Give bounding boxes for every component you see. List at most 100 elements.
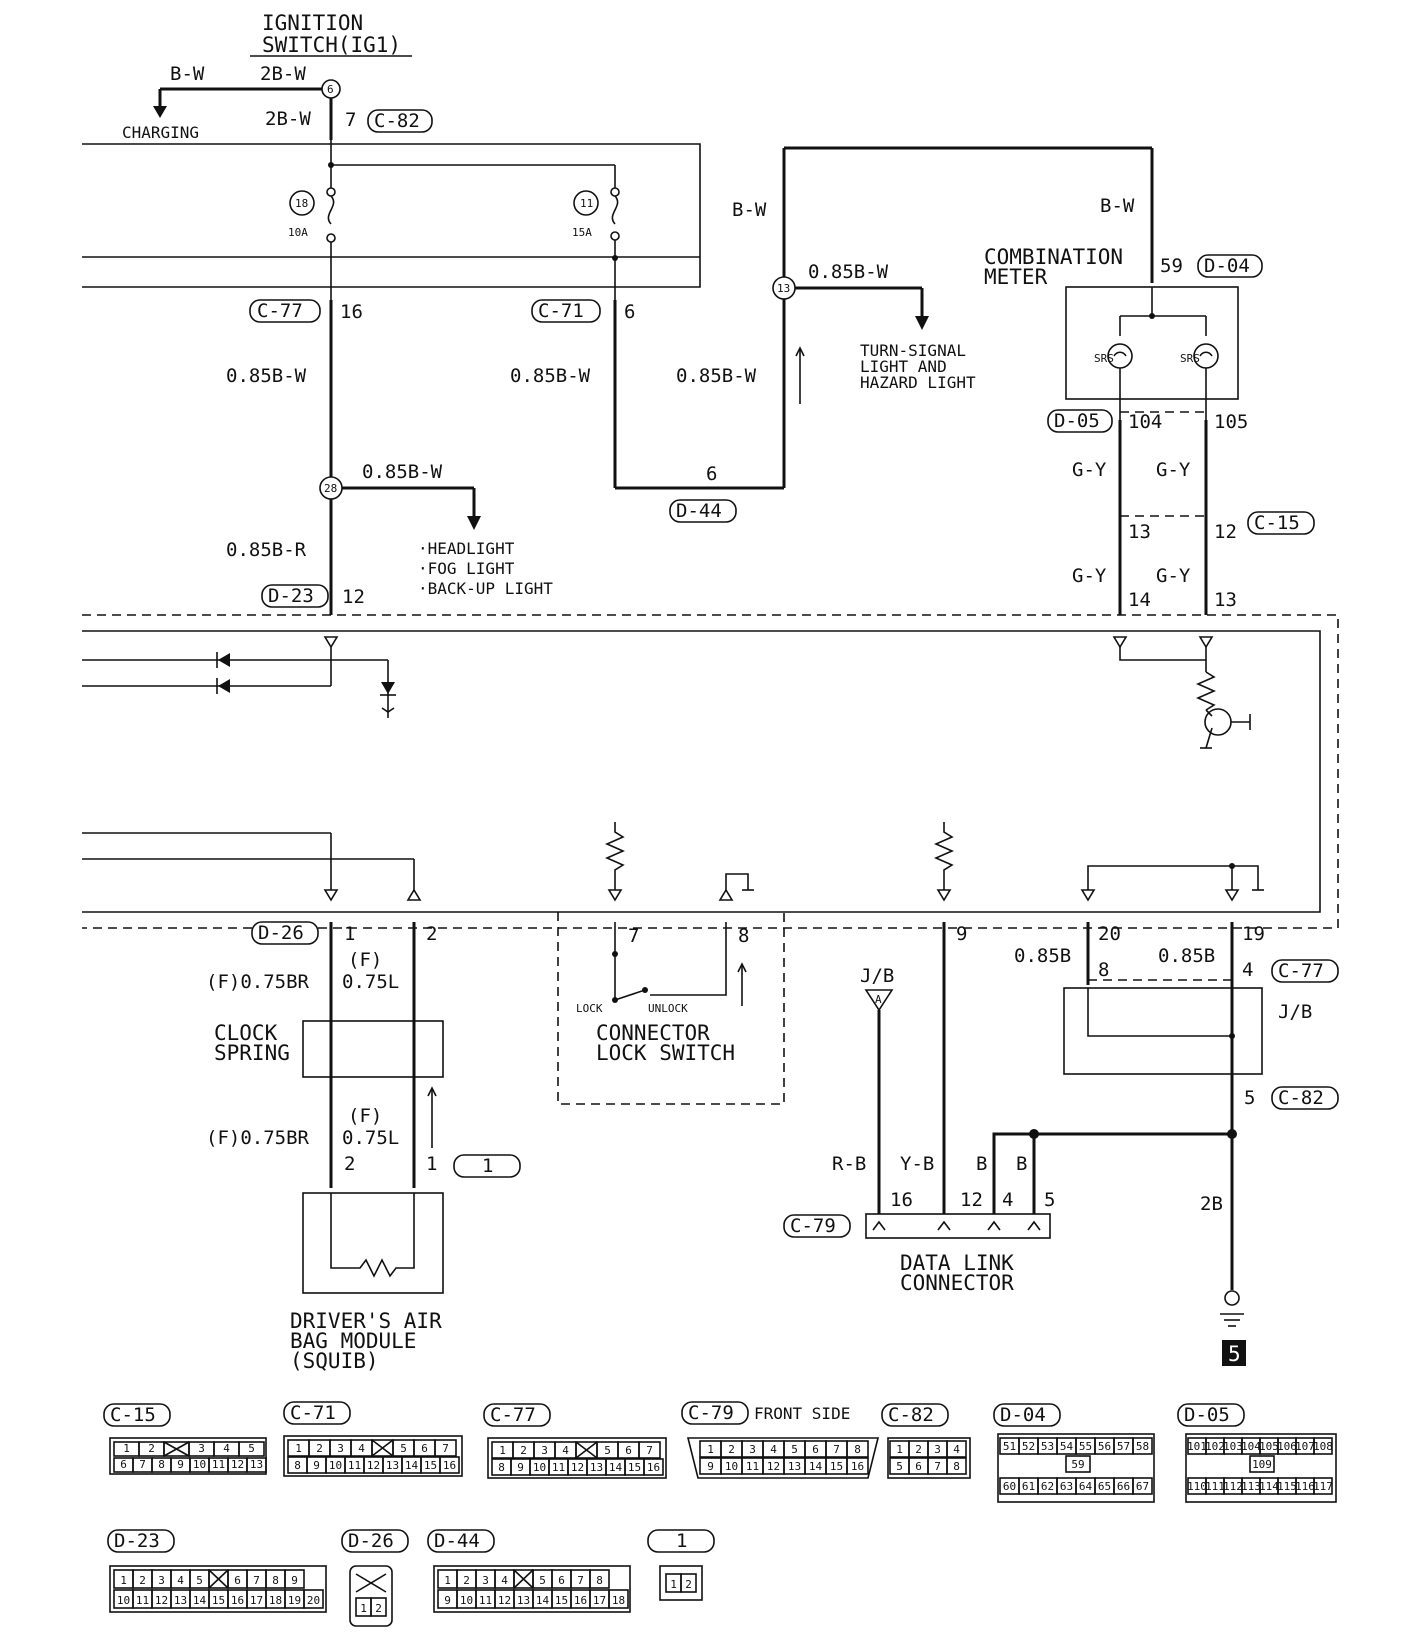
legend-tag-c15 — [103, 1403, 171, 1427]
legend-tag-d04 — [993, 1403, 1061, 1427]
connector-pin-number: 2 — [520, 1444, 527, 1457]
pin-59-label: 59 — [1160, 255, 1183, 277]
connector-pin-cell — [1313, 1477, 1333, 1495]
connector-pin-number: 53 — [1041, 1440, 1054, 1453]
tag-c15-top-text: C-15 — [1254, 512, 1300, 534]
connector-pin-number: 1 — [360, 1602, 367, 1615]
tag-d44-mid — [669, 499, 737, 523]
lock-switch-label-1: CONNECTOR — [596, 1021, 710, 1045]
connector-pin-number: 2 — [685, 1578, 692, 1591]
tag-d26-mid — [251, 921, 319, 945]
legend-tag-d26 — [341, 1529, 409, 1553]
connector-pin-number: 16 — [443, 1459, 456, 1472]
junction-13-label: 13 — [777, 282, 790, 295]
connector-pin-number: 10 — [460, 1594, 473, 1607]
connector-pin-number: 112 — [1223, 1480, 1243, 1493]
connector-pin-cell — [1065, 1455, 1091, 1473]
legend-tag-c82-text: C-82 — [888, 1404, 934, 1426]
tag-c82-right-text: C-82 — [1278, 1087, 1324, 1109]
connector-pin-number: 1 — [499, 1444, 506, 1457]
connector-pin-number: 12 — [231, 1458, 244, 1471]
legend-connector-d44 — [433, 1565, 631, 1613]
legend-connector-d05 — [1185, 1433, 1337, 1503]
connector-pin-number: 1 — [707, 1443, 714, 1456]
connector-pin-number: 7 — [934, 1460, 941, 1473]
connector-pin-number: 6 — [120, 1458, 127, 1471]
ignition-switch-label-2: SWITCH(IG1) — [262, 33, 401, 57]
turn-signal-arrow-icon — [915, 316, 929, 330]
connector-pin-number: 5 — [791, 1443, 798, 1456]
wire-label-gy-3: G-Y — [1072, 565, 1107, 587]
legend-tag-d05-text: D-05 — [1184, 1404, 1230, 1426]
tag-d04-top — [1197, 254, 1263, 278]
connector-pin-number: 1 — [120, 1574, 127, 1587]
legend-connector-1 — [659, 1565, 703, 1601]
fuse-18-number: 18 — [295, 197, 308, 210]
tag-c77-right-text: C-77 — [1278, 960, 1324, 982]
connector-pin-number: 4 — [770, 1443, 777, 1456]
pin-6-label: 6 — [624, 301, 635, 323]
wire-label-2b: 2B — [1200, 1193, 1223, 1215]
connector-pin-number: 58 — [1136, 1440, 1149, 1453]
pin-1b-label: 1 — [426, 1153, 437, 1175]
connector-pin-cell — [589, 1569, 610, 1589]
turn-signal-label-3: HAZARD LIGHT — [860, 373, 976, 392]
pin-12c-label: 12 — [960, 1189, 983, 1211]
connector-pin-number: 13 — [517, 1594, 530, 1607]
wire-label-085b-a: 0.85B — [1014, 945, 1071, 967]
pin-5d-label: 5 — [1044, 1189, 1055, 1211]
legend-connector-c77 — [487, 1437, 667, 1479]
connector-pin-number: 12 — [498, 1594, 511, 1607]
tag-d23-mid — [261, 584, 329, 608]
diode-icon-b — [218, 679, 230, 693]
wire-label-gy-4: G-Y — [1156, 565, 1191, 587]
connector-pin-cell — [643, 1458, 664, 1476]
tag-c15-top — [1247, 511, 1315, 535]
charging-label: CHARGING — [122, 123, 199, 142]
connector-pin-number: 2 — [375, 1602, 382, 1615]
connector-pin-number: 63 — [1060, 1480, 1073, 1493]
connector-pin-number: 59 — [1071, 1458, 1084, 1471]
pin-8b-label: 8 — [738, 925, 749, 947]
connector-pin-number: 108 — [1313, 1440, 1333, 1453]
legend-tag-d05 — [1177, 1403, 1245, 1427]
unlock-label: UNLOCK — [648, 1002, 688, 1015]
legend-tag-d44 — [427, 1529, 495, 1553]
connector-pin-number: 13 — [174, 1594, 187, 1607]
pin-2-label: 2 — [426, 923, 437, 945]
pin-1-label: 1 — [344, 923, 355, 945]
connector-pin-number: 11 — [479, 1594, 492, 1607]
connector-pin-cell — [946, 1457, 967, 1475]
pin-105-label: 105 — [1214, 411, 1248, 433]
connector-pin-number: 4 — [177, 1574, 184, 1587]
connector-pin-number: 17 — [593, 1594, 606, 1607]
driver-airbag-label-3: (SQUIB) — [290, 1349, 379, 1373]
connector-pin-number: 13 — [386, 1459, 399, 1472]
jb-box — [1063, 987, 1263, 1075]
connector-pin-number: 8 — [596, 1574, 603, 1587]
legend-connector-c71 — [283, 1435, 463, 1477]
fuse-11-badge — [573, 190, 599, 216]
ignition-section: IGNITION SWITCH(IG1) B-W 2B-W CHARGING 6… — [82, 11, 701, 300]
jb-a-letter: A — [875, 993, 882, 1006]
connector-pin-number: 7 — [833, 1443, 840, 1456]
connector-pin-number: 114 — [1259, 1480, 1279, 1493]
connector-pin-cell — [370, 1597, 387, 1617]
wire-label-rb: R-B — [832, 1153, 866, 1175]
connector-pin-number: 60 — [1003, 1480, 1016, 1493]
driver-airbag-label-2: BAG MODULE — [290, 1329, 416, 1353]
legend-tag-c71-text: C-71 — [290, 1402, 336, 1424]
wire-label-f075l-b2: 0.75L — [342, 1127, 399, 1149]
wire-label-f075br-b: (F)0.75BR — [206, 1127, 310, 1149]
legend-tag-d23 — [107, 1529, 175, 1553]
wire-label-gy-2: G-Y — [1156, 459, 1191, 481]
wire-label-bw-top-b: B-W — [1100, 195, 1135, 217]
srs-label-b: SRS — [1180, 352, 1200, 365]
connector-pin-number: 9 — [313, 1459, 320, 1472]
connector-pin-number: 8 — [158, 1458, 165, 1471]
legend-tag-c77 — [483, 1403, 551, 1427]
wire-label-085b-b: 0.85B — [1158, 945, 1215, 967]
